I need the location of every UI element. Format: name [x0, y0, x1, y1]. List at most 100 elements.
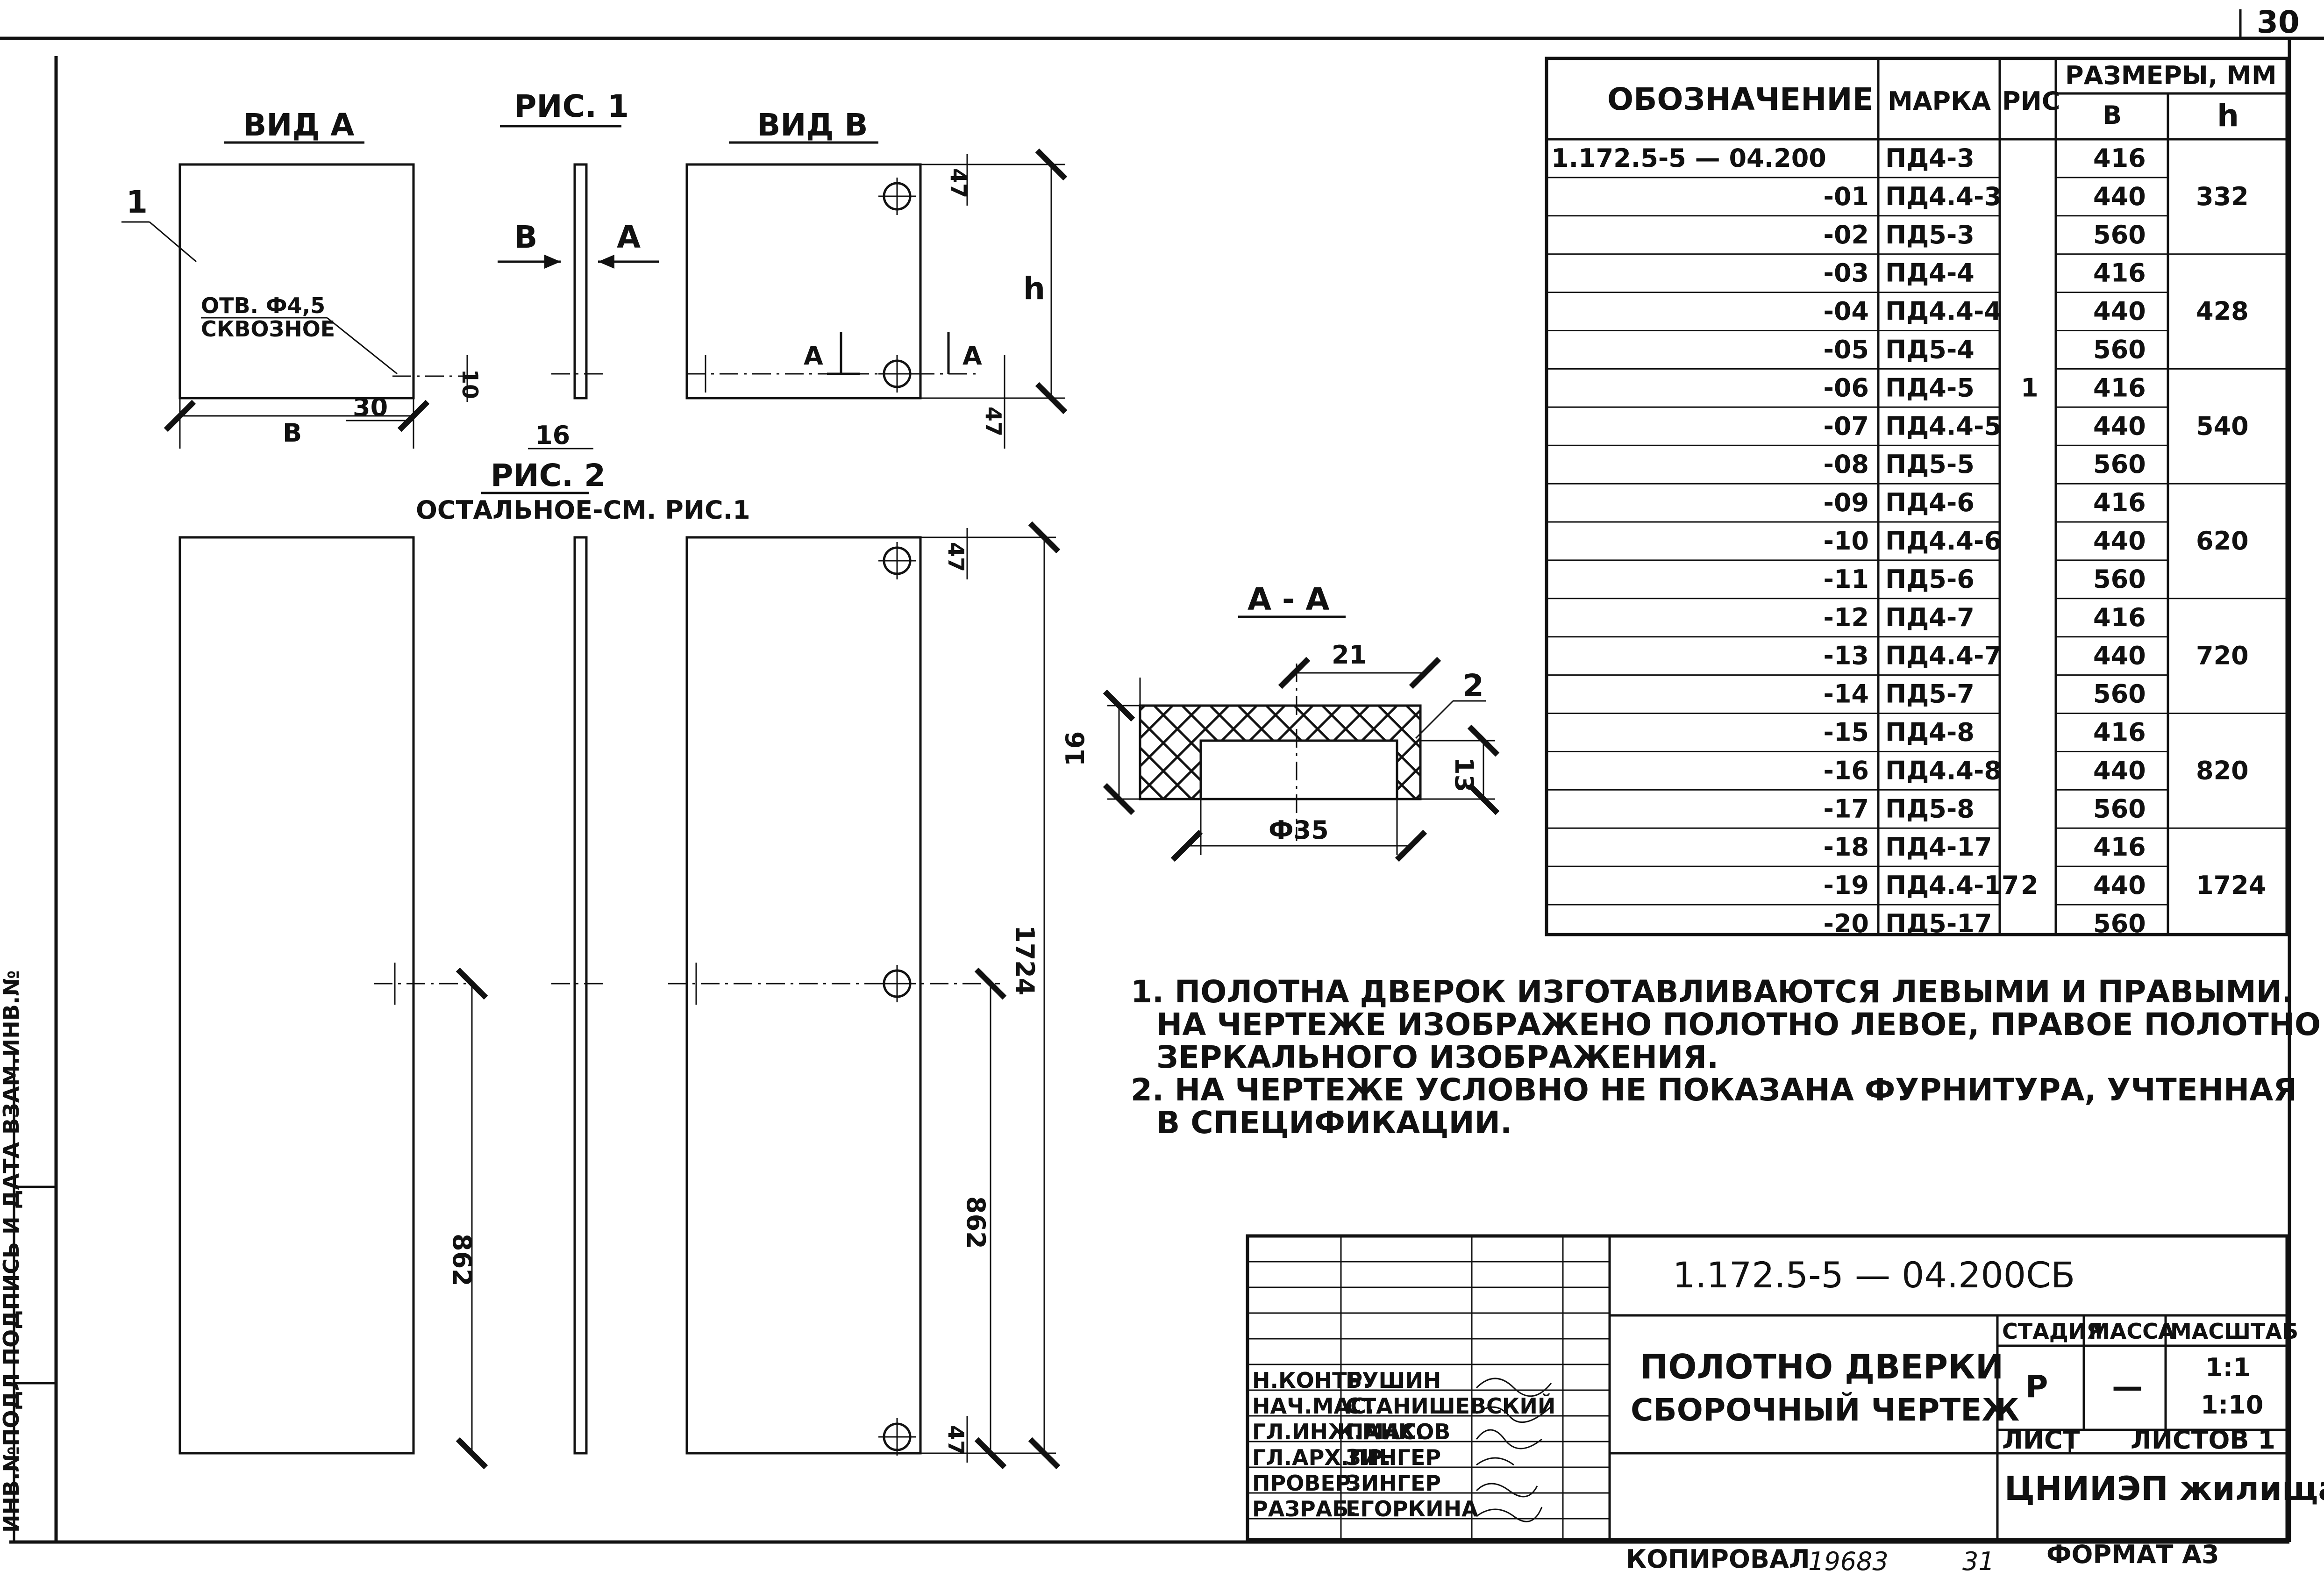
- table-cell-mark: ПД5-17: [1885, 909, 1992, 938]
- table-cell-designation: -18: [1823, 832, 1869, 862]
- table-cell-designation: -20: [1823, 909, 1869, 938]
- th-h: h: [2217, 98, 2239, 134]
- table-cell-mark: ПД5-6: [1885, 564, 1975, 594]
- th-b: В: [2103, 100, 2122, 130]
- th-sizes: РАЗМЕРЫ, ММ: [2065, 61, 2277, 90]
- fig1-edge-view: РИС. 1 В А 16: [498, 88, 659, 450]
- table-cell-h: 620: [2196, 526, 2249, 556]
- role-label: ГЛ.АРХ.ПР.: [1252, 1445, 1391, 1470]
- table-cell-designation: -09: [1823, 488, 1869, 517]
- table-cell-designation: -11: [1823, 564, 1869, 594]
- dim-16: 16: [535, 421, 570, 450]
- table-cell-b: 440: [2093, 411, 2146, 441]
- dim-1724: 1724: [1010, 925, 1040, 995]
- table-cell-mark: ПД4-8: [1885, 717, 1975, 747]
- table-cell-designation: -02: [1823, 220, 1869, 250]
- table-cell-fig: 2: [2021, 871, 2039, 900]
- sheet-frame: 30 ИНВ.№ПОДЛ ПОДПИСЬ И ДАТА ВЗАМ.ИНВ.№: [0, 4, 2324, 1544]
- table-cell-b: 416: [2093, 717, 2146, 747]
- table-cell-b: 416: [2093, 832, 2146, 862]
- dim-b: В: [283, 418, 302, 448]
- table-cell-h: 540: [2196, 411, 2249, 441]
- table-cell-b: 416: [2093, 143, 2146, 173]
- role-name: ЗИНГЕР: [1346, 1445, 1441, 1470]
- role-label: НАЧ.МАС.: [1252, 1393, 1374, 1419]
- table-cell-mark: ПД4-3: [1885, 143, 1975, 173]
- dim-862-right: 862: [961, 1196, 991, 1249]
- table-cell-designation: -12: [1823, 603, 1869, 632]
- dim-16-section: 16: [1061, 731, 1090, 766]
- section-title: А - А: [1248, 581, 1330, 617]
- th-mark: МАРКА: [1888, 86, 1991, 116]
- copied-number: 19683: [1808, 1547, 1889, 1576]
- stage-value: Р: [2025, 1369, 2048, 1405]
- table-cell-mark: ПД4-7: [1885, 603, 1975, 632]
- notes: 1. ПОЛОТНА ДВЕРОК ИЗГОТАВЛИВАЮТСЯ ЛЕВЫМИ…: [1131, 974, 2321, 1141]
- scale-value-1: 1:1: [2205, 1353, 2251, 1382]
- dim-21: 21: [1332, 640, 1367, 670]
- table-cell-b: 560: [2093, 564, 2146, 594]
- bottom-strip: КОПИРОВАЛ 19683 31 ФОРМАТ А3: [1626, 1540, 2219, 1576]
- fig2: РИС. 2 ОСТАЛЬНОЕ-СМ. РИС.1 862 862 1724 …: [178, 457, 1061, 1470]
- table-cell-mark: ПД4-4: [1885, 258, 1975, 288]
- role-name: БУШИН: [1346, 1368, 1441, 1393]
- dim-13: 13: [1449, 757, 1479, 792]
- table-cell-mark: ПД5-8: [1885, 794, 1975, 823]
- table-cell-mark: ПД4.4-3: [1885, 182, 2002, 211]
- table-cell-mark: ПД5-3: [1885, 220, 1975, 250]
- view-b-title: ВИД В: [757, 107, 868, 143]
- dim-862-left: 862: [447, 1234, 477, 1286]
- table-cell-mark: ПД4.4-6: [1885, 526, 2002, 556]
- table-cell-designation: -04: [1823, 297, 1869, 326]
- table-cell-h: 720: [2196, 641, 2249, 671]
- section-a-a: А - А 21 2 16 13 Ф35: [1061, 581, 1500, 862]
- role-label: РАЗРАБ.: [1252, 1496, 1357, 1521]
- table-cell-designation: -03: [1823, 258, 1869, 288]
- sheet-label: ЛИСТ: [2002, 1425, 2080, 1455]
- table-cell-b: 440: [2093, 641, 2146, 671]
- fig2-title: РИС. 2: [491, 457, 606, 493]
- table-cell-b: 560: [2093, 794, 2146, 823]
- table-cell-mark: ПД4.4-17: [1885, 871, 2019, 900]
- table-cell-b: 560: [2093, 679, 2146, 709]
- sheets-label: ЛИСТОВ 1: [2131, 1425, 2275, 1455]
- title-block: Н.КОНТР. БУШИН НАЧ.МАС. СТАНИШЕВСКИЙ ГЛ.…: [1246, 1234, 2324, 1542]
- spec-table: ОБОЗНАЧЕНИЕ МАРКА РИС РАЗМЕРЫ, ММ В h 1.…: [1545, 57, 2289, 938]
- table-cell-b: 440: [2093, 756, 2146, 785]
- stage-label: СТАДИЯ: [2002, 1319, 2103, 1344]
- note-line: НА ЧЕРТЕЖЕ ИЗОБРАЖЕНО ПОЛОТНО ЛЕВОЕ, ПРА…: [1156, 1007, 2321, 1042]
- table-cell-mark: ПД4-5: [1885, 373, 1975, 402]
- table-cell-b: 440: [2093, 297, 2146, 326]
- view-a-fig1: ВИД А 1 ОТВ. Ф4,5 СКВОЗНОЕ В 30 10: [121, 107, 483, 449]
- scale-value-2: 1:10: [2201, 1390, 2263, 1420]
- note-line: В СПЕЦИФИКАЦИИ.: [1156, 1105, 1512, 1141]
- table-cell-b: 440: [2093, 871, 2146, 900]
- fig2-note: ОСТАЛЬНОЕ-СМ. РИС.1: [416, 495, 750, 525]
- note-line: ЗЕРКАЛЬНОГО ИЗОБРАЖЕНИЯ.: [1156, 1039, 1718, 1075]
- table-cell-designation: -07: [1823, 411, 1869, 441]
- leader-2: 2: [1462, 668, 1484, 704]
- table-cell-mark: ПД4.4-4: [1885, 297, 2002, 326]
- role-label: Н.КОНТР.: [1252, 1368, 1371, 1393]
- table-cell-b: 560: [2093, 335, 2146, 364]
- view-b-fig1: ВИД В А А h 47 47: [685, 107, 1068, 449]
- mass-value: —: [2112, 1369, 2143, 1405]
- table-cell-mark: ПД4.4-8: [1885, 756, 2002, 785]
- table-cell-designation: -05: [1823, 335, 1869, 364]
- dim-h: h: [1023, 271, 1045, 307]
- mass-label: МАССА: [2089, 1319, 2175, 1344]
- title-line-1: ПОЛОТНО ДВЕРКИ: [1640, 1347, 2003, 1386]
- leader-1: 1: [126, 184, 148, 220]
- table-cell-b: 416: [2093, 603, 2146, 632]
- table-cell-mark: ПД4-6: [1885, 488, 1975, 517]
- table-cell-designation: -14: [1823, 679, 1869, 709]
- dim-47-fig2-bottom: 47: [943, 1425, 969, 1455]
- arrow-b-label: В: [514, 219, 537, 255]
- table-cell-b: 416: [2093, 373, 2146, 402]
- table-cell-b: 560: [2093, 450, 2146, 479]
- table-cell-designation: -19: [1823, 871, 1869, 900]
- note-line: 2. НА ЧЕРТЕЖЕ УСЛОВНО НЕ ПОКАЗАНА ФУРНИТ…: [1131, 1072, 2297, 1108]
- dim-d35: Ф35: [1269, 815, 1329, 845]
